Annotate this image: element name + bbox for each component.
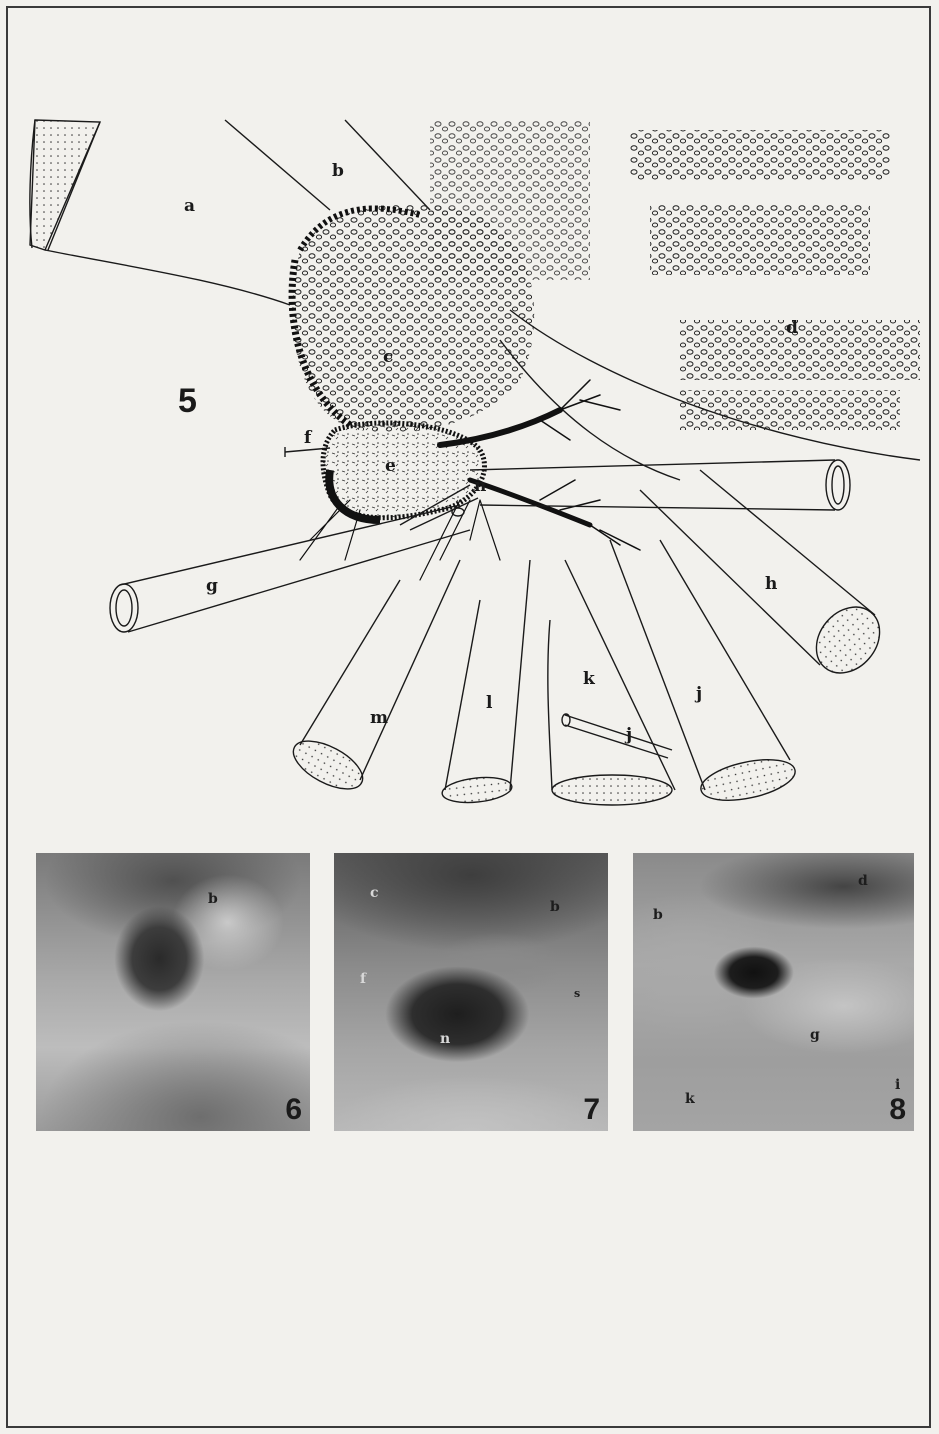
fig8-label-b: b — [653, 907, 663, 923]
label-h: h — [765, 574, 777, 594]
fig7-label-b: b — [550, 899, 560, 915]
fig8-label-d: d — [858, 873, 868, 889]
label-l: l — [486, 693, 492, 713]
label-n: n — [474, 476, 486, 496]
figure-7-photo: c b f n s 7 — [334, 853, 608, 1131]
fig7-label-n: n — [440, 1031, 450, 1047]
label-b: b — [332, 161, 344, 181]
fig7-label-f: f — [360, 971, 366, 987]
label-a: a — [184, 196, 195, 216]
label-d: d — [786, 318, 798, 338]
label-j: j — [696, 684, 702, 704]
label-g: g — [206, 576, 218, 596]
figure-8-number: 8 — [889, 1093, 906, 1127]
label-j-small-tube: j — [626, 725, 632, 745]
fig7-label-s: s — [574, 987, 580, 1000]
fig8-label-i: i — [895, 1077, 900, 1093]
fig7-label-c: c — [370, 885, 379, 901]
label-m: m — [370, 708, 388, 728]
fig8-label-g: g — [810, 1027, 820, 1043]
label-e: e — [385, 456, 396, 476]
figure-5-number: 5 — [178, 382, 197, 421]
figure-6-photo: b 6 — [36, 853, 310, 1131]
figure-8-photo: b d g k i 8 — [633, 853, 914, 1131]
label-k: k — [583, 669, 595, 689]
figure-5-drawing — [0, 0, 939, 820]
figure-7-number: 7 — [583, 1093, 600, 1127]
label-c: c — [383, 347, 393, 367]
fig8-label-k: k — [685, 1091, 695, 1107]
label-f: f — [304, 428, 311, 448]
fig6-label-b: b — [208, 891, 218, 907]
figure-6-number: 6 — [285, 1093, 302, 1127]
